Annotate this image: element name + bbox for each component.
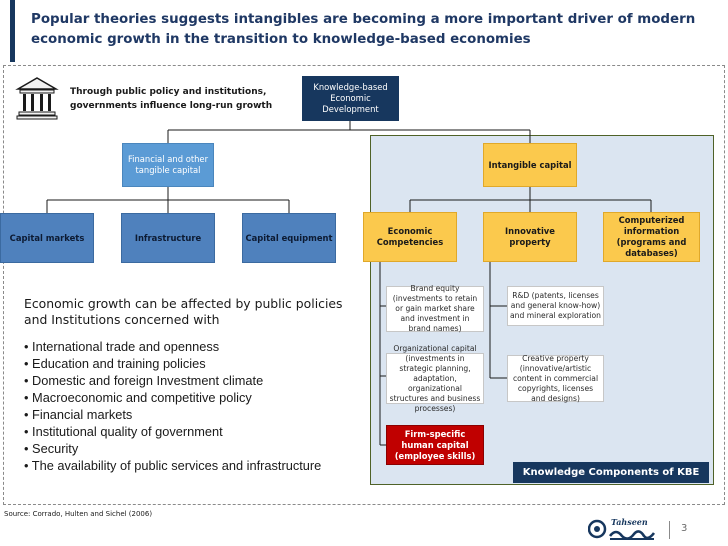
policy-heading: Economic growth can be affected by publi… [24,296,364,328]
node-organizational-capital: Organizational capital (investments in s… [386,344,484,413]
government-influence-line-1: Through public policy and institutions, [70,87,267,97]
policy-heading-line-1: Economic growth can be affected by publi… [24,296,343,311]
diagram-frame [3,65,725,505]
node-knowledge-based-development: Knowledge-based Economic Development [302,76,399,121]
node-capital-equipment: Capital equipment [242,213,336,263]
node-infrastructure: Infrastructure [121,213,215,263]
policy-list: Economic growth can be affected by publi… [24,296,364,474]
policy-item: • Financial markets [24,407,133,422]
node-capital-markets: Capital markets [0,213,94,263]
node-economic-competencies: Economic Competencies [363,212,457,262]
policy-item: • Macroeconomic and competitive policy [24,390,252,405]
policy-heading-line-2: and Institutions concerned with [24,312,220,327]
policy-item: • Domestic and foreign Investment climat… [24,373,264,388]
node-brand-equity: Brand equity (investments to retain or g… [386,284,484,333]
government-influence-line-2: governments influence long-run growth [70,101,273,111]
logo-wordmark: Tahseen [611,517,648,527]
tahseen-logo: Tahseen [588,517,656,540]
policy-item: • Education and training policies [24,356,206,371]
kbe-components-label: Knowledge Components of KBE [513,462,709,483]
node-firm-specific-human-capital: Firm-specific human capital (employee sk… [386,425,484,465]
slide-title-line-2: economic growth in the transition to kno… [31,32,531,47]
source-citation: Source: Corrado, Hulten and Sichel (2006… [4,510,153,518]
policy-item: • Institutional quality of government [24,424,223,439]
government-building-icon [15,77,59,120]
policy-items: • International trade and openness • Edu… [24,338,364,474]
node-innovative-property: Innovative property [483,212,577,262]
node-computerized-information: Computerized information (programs and d… [603,212,700,262]
slide-title: Popular theories suggests intangibles ar… [10,0,718,62]
policy-item: • Security [24,441,79,456]
government-influence-text: Through public policy and institutions, … [70,85,300,113]
node-intangible-capital: Intangible capital [483,143,577,187]
slide-title-line-1: Popular theories suggests intangibles ar… [31,12,696,27]
node-financial-capital: Financial and other tangible capital [122,143,214,187]
footer-separator [669,521,670,539]
policy-item: • The availability of public services an… [24,458,322,473]
node-rnd: R&D (patents, licenses and general know-… [507,286,604,326]
node-creative-property: Creative property (innovative/artistic c… [507,354,604,403]
page-number: 3 [681,523,688,534]
policy-item: • International trade and openness [24,339,220,354]
